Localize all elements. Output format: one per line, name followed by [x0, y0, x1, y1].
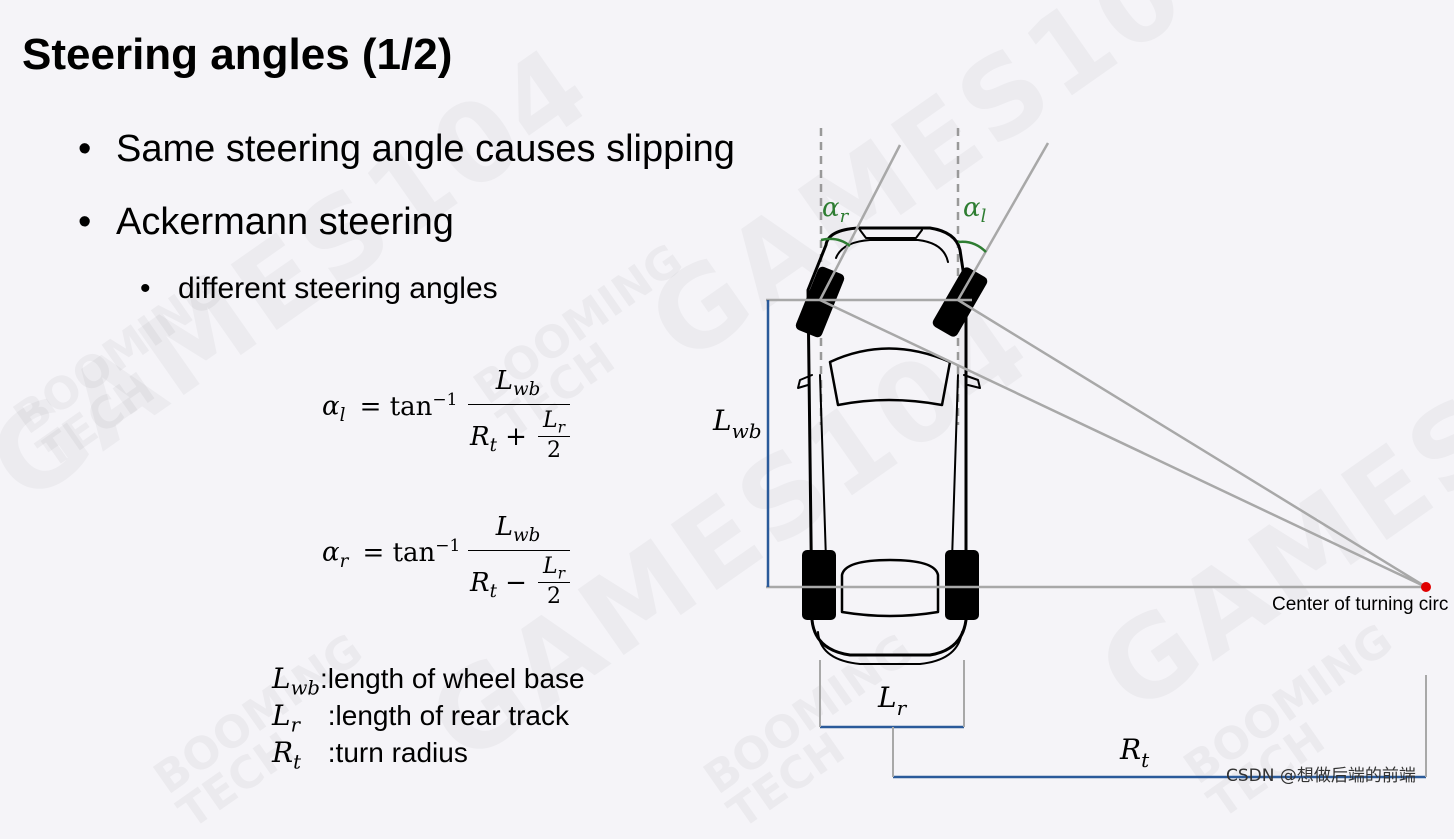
dimension-ticks [819, 660, 1427, 777]
bullet-text: Ackermann steering [116, 201, 454, 243]
sub-bullet-different-angles: • different steering angles [140, 272, 498, 306]
rear-right-wheel [802, 550, 836, 620]
csdn-credit-watermark: CSDN @想做后端的前端 [1226, 766, 1416, 786]
rear-left-wheel [945, 550, 979, 620]
label-alpha-l: αl [963, 193, 987, 227]
bullet-text: different steering angles [178, 272, 498, 305]
front-right-wheel [795, 266, 845, 338]
ackermann-diagram: αr αl Lwb Lr Rt [712, 128, 1431, 779]
turning-center-label: Center of turning circ [1272, 594, 1449, 615]
bullet-dot: • [78, 128, 92, 170]
legend-item-rt: Rt :turn radius [272, 736, 468, 774]
slide-title: Steering angles (1/2) [22, 30, 453, 79]
bullet-text: Same steering angle causes slipping [116, 128, 735, 170]
steering-geometry-lines [766, 142, 1427, 589]
legend-item-lwb: Lwb:length of wheel base [272, 662, 585, 700]
label-alpha-r: αr [822, 193, 850, 227]
label-lr: Lr [877, 681, 908, 720]
bullet-ackermann: • Ackermann steering [78, 201, 454, 244]
label-lwb: Lwb [712, 404, 762, 443]
label-rt: Rt [1119, 733, 1150, 772]
formula-alpha-l: αl = tan−1 Lwb Rt + Lr 2 [322, 366, 602, 476]
bullet-dot: • [140, 272, 151, 305]
angle-arc-alpha-r [820, 237, 851, 247]
turning-center-point [1421, 582, 1431, 592]
legend-item-lr: Lr :length of rear track [272, 699, 570, 737]
bullet-same-angle: • Same steering angle causes slipping [78, 128, 735, 171]
angle-arc-alpha-l [957, 240, 987, 253]
bullet-dot: • [78, 201, 92, 243]
dimension-lines [766, 300, 1426, 779]
formula-alpha-r: αr = tan−1 Lwb Rt − Lr 2 [322, 512, 602, 622]
